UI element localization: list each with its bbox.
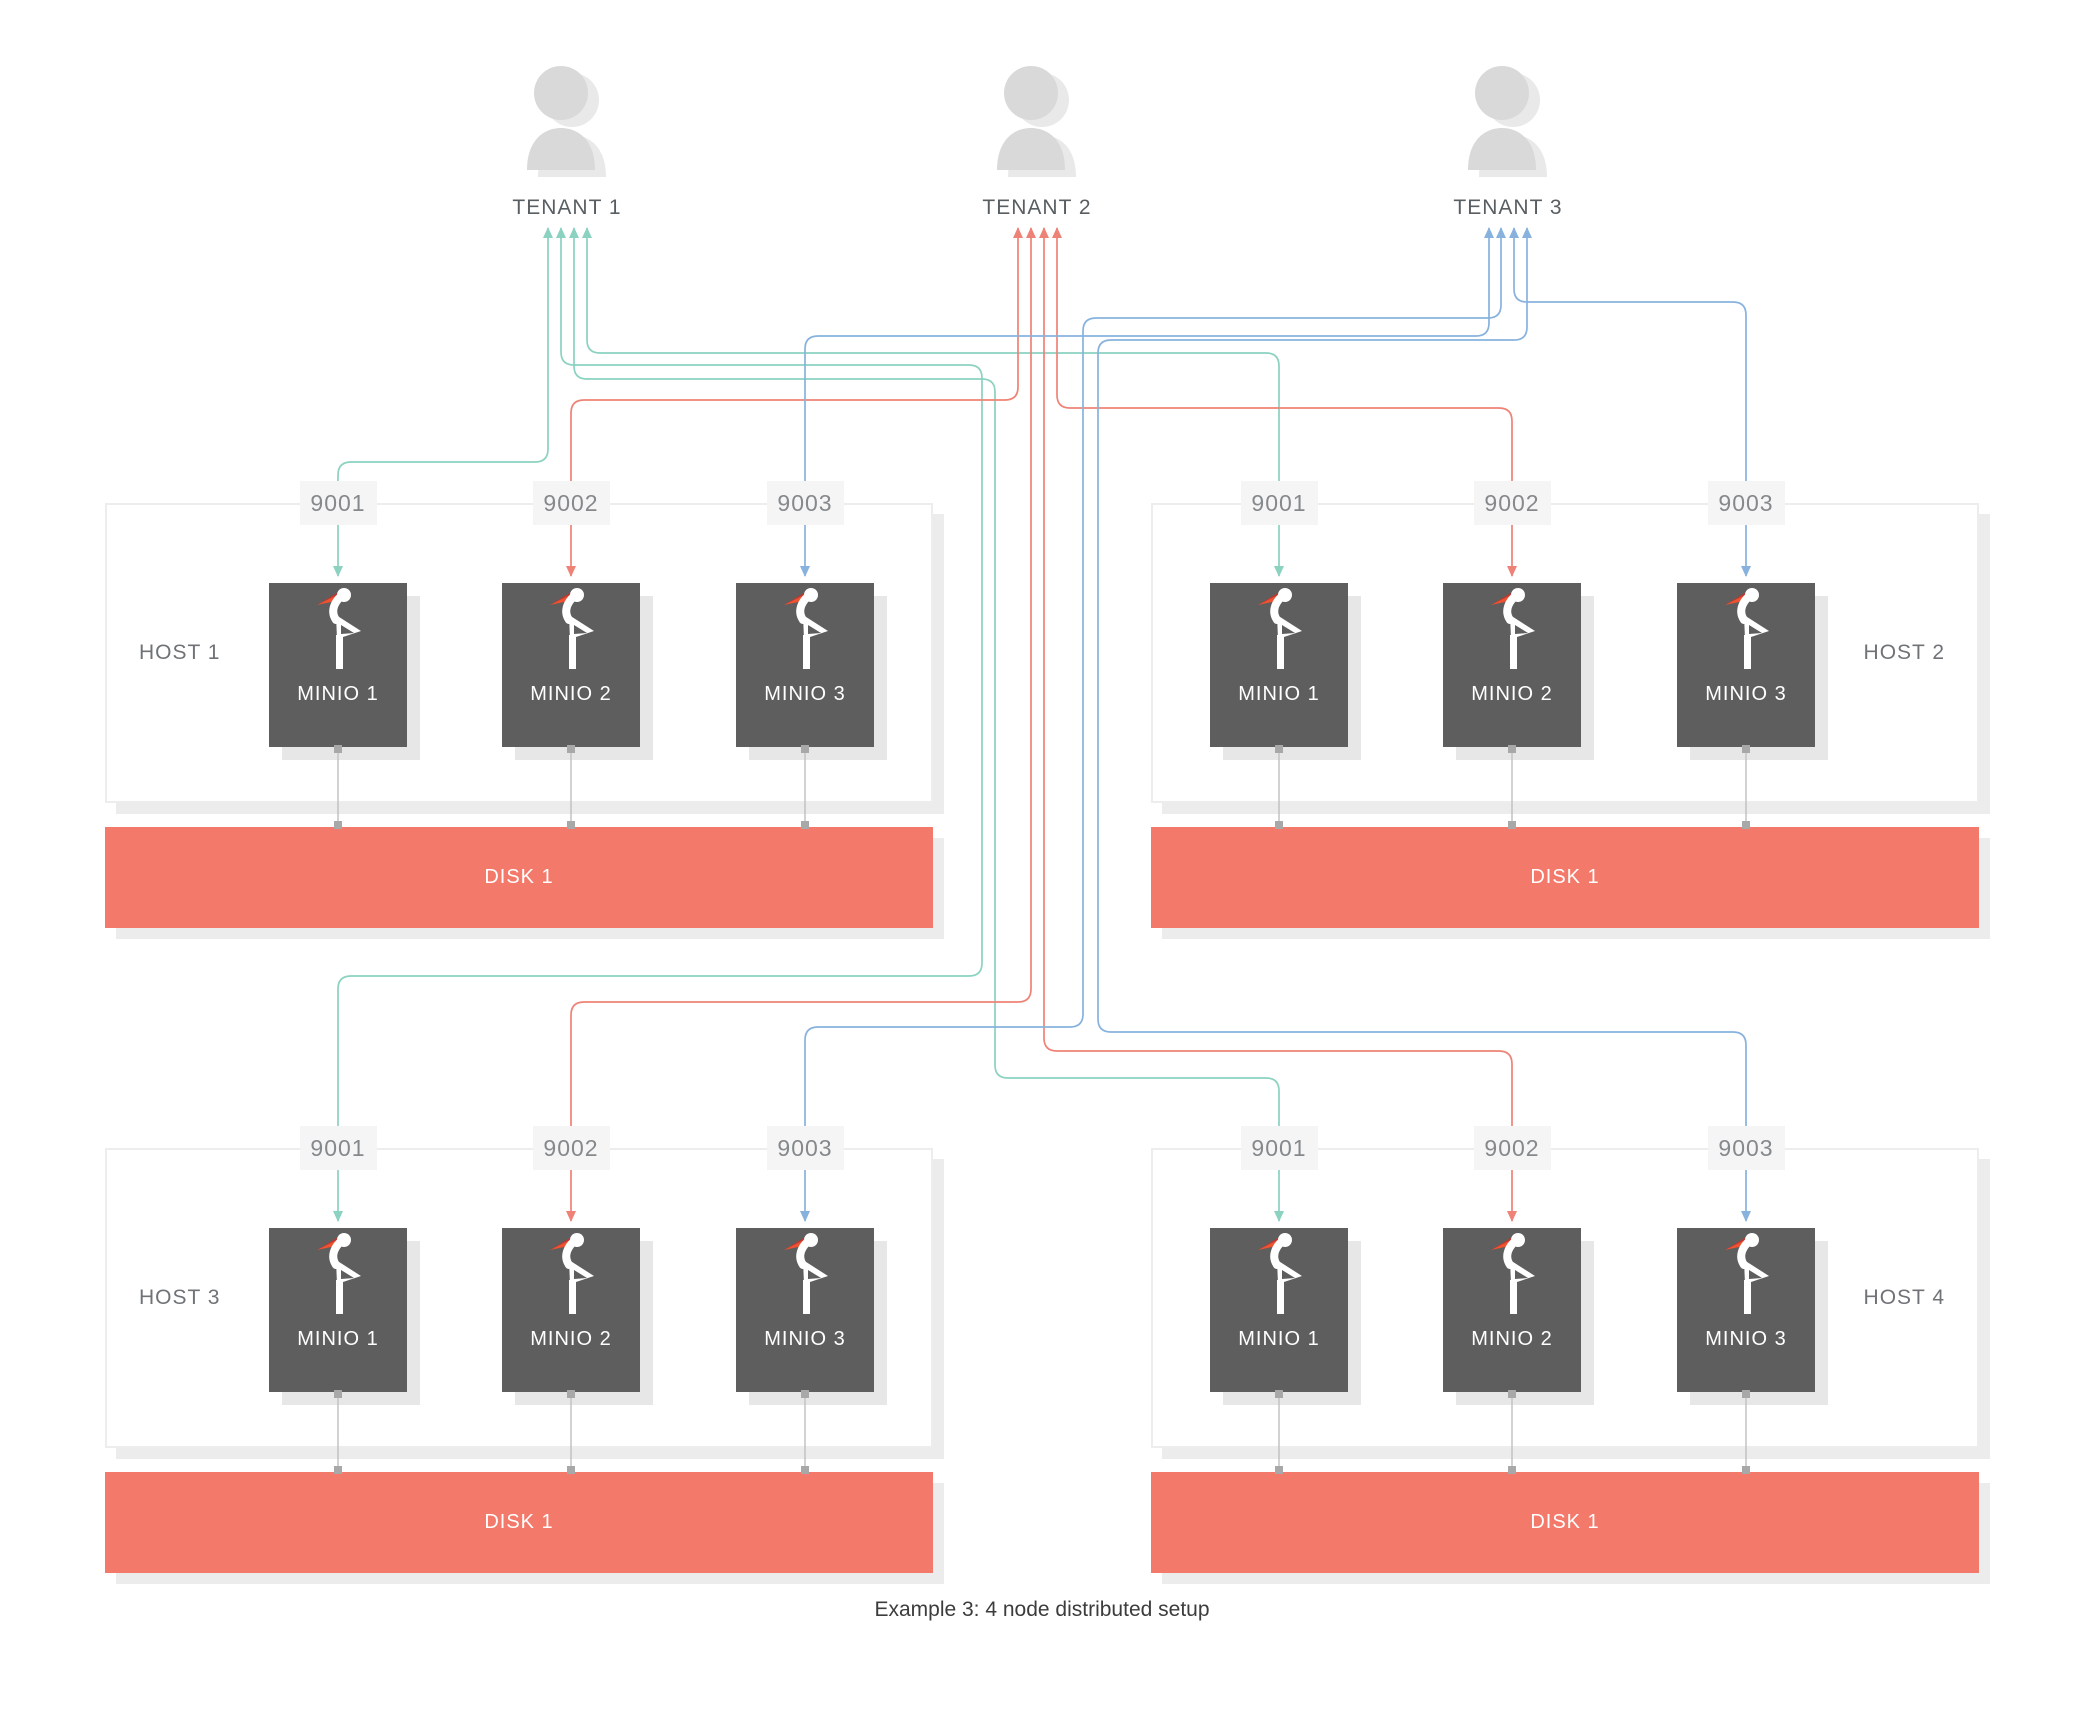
port-badge: 9002 [1473, 1126, 1551, 1170]
minio-node: MINIO 2 [1443, 583, 1581, 747]
port-badge: 9001 [1240, 481, 1318, 525]
minio-node-label: MINIO 3 [1705, 1328, 1787, 1350]
disk-label: DISK 1 [484, 1511, 554, 1533]
minio-node: MINIO 1 [1210, 1228, 1348, 1392]
minio-node-label: MINIO 1 [297, 1328, 379, 1350]
port-badge: 9003 [1707, 481, 1785, 525]
port-label: 9002 [1484, 1134, 1540, 1161]
minio-node: MINIO 1 [269, 583, 407, 747]
minio-logo-icon [1725, 1233, 1769, 1314]
tenant-label: TENANT 2 [982, 196, 1092, 219]
disk-bar: DISK 1 [1151, 827, 1979, 928]
port-label: 9003 [1718, 1134, 1774, 1161]
disk-label: DISK 1 [484, 866, 554, 888]
tenant-user-icon [997, 66, 1076, 177]
minio-logo-icon [317, 588, 361, 669]
disk-bar: DISK 1 [105, 1472, 933, 1573]
port-badge: 9001 [1240, 1126, 1318, 1170]
minio-node: MINIO 1 [269, 1228, 407, 1392]
port-label: 9001 [310, 489, 366, 516]
port-badge: 9002 [532, 1126, 610, 1170]
minio-logo-icon [784, 588, 828, 669]
port-label: 9002 [1484, 489, 1540, 516]
port-label: 9001 [1251, 489, 1307, 516]
minio-node: MINIO 3 [1677, 583, 1815, 747]
minio-logo-icon [1725, 588, 1769, 669]
minio-node: MINIO 3 [736, 1228, 874, 1392]
minio-node-label: MINIO 1 [1238, 1328, 1320, 1350]
minio-node: MINIO 3 [1677, 1228, 1815, 1392]
host-label: HOST 1 [139, 641, 221, 664]
minio-node-label: MINIO 3 [764, 683, 846, 705]
port-badge: 9002 [532, 481, 610, 525]
port-label: 9002 [543, 1134, 599, 1161]
disk-bar: DISK 1 [105, 827, 933, 928]
minio-node-label: MINIO 3 [1705, 683, 1787, 705]
minio-logo-icon [1258, 588, 1302, 669]
port-badge: 9002 [1473, 481, 1551, 525]
minio-logo-icon [1491, 588, 1535, 669]
minio-logo-icon [1258, 1233, 1302, 1314]
minio-node-label: MINIO 2 [530, 1328, 612, 1350]
tenant-icon [1458, 62, 1558, 183]
port-label: 9003 [777, 1134, 833, 1161]
host-label: HOST 2 [1863, 641, 1945, 664]
minio-logo-icon [550, 588, 594, 669]
minio-node: MINIO 3 [736, 583, 874, 747]
port-badge: 9003 [766, 1126, 844, 1170]
minio-node-label: MINIO 2 [1471, 683, 1553, 705]
tenant-label: TENANT 1 [512, 196, 622, 219]
minio-node-label: MINIO 1 [297, 683, 379, 705]
disk-bar: DISK 1 [1151, 1472, 1979, 1573]
tenant-user-icon [1468, 66, 1547, 177]
port-label: 9002 [543, 489, 599, 516]
host-label: HOST 4 [1863, 1286, 1945, 1309]
disk-label: DISK 1 [1530, 866, 1600, 888]
tenant-icon [517, 62, 617, 183]
port-badge: 9003 [766, 481, 844, 525]
port-label: 9001 [1251, 1134, 1307, 1161]
minio-node: MINIO 2 [502, 1228, 640, 1392]
minio-node-label: MINIO 1 [1238, 683, 1320, 705]
minio-node: MINIO 2 [1443, 1228, 1581, 1392]
disk-label: DISK 1 [1530, 1511, 1600, 1533]
port-badge: 9003 [1707, 1126, 1785, 1170]
minio-node-label: MINIO 2 [530, 683, 612, 705]
port-label: 9001 [310, 1134, 366, 1161]
minio-logo-icon [317, 1233, 361, 1314]
port-label: 9003 [1718, 489, 1774, 516]
port-badge: 9001 [299, 481, 377, 525]
minio-node-label: MINIO 2 [1471, 1328, 1553, 1350]
minio-node-label: MINIO 3 [764, 1328, 846, 1350]
tenant-icon [987, 62, 1087, 183]
minio-logo-icon [550, 1233, 594, 1314]
minio-logo-icon [1491, 1233, 1535, 1314]
caption: Example 3: 4 node distributed setup [874, 1598, 1210, 1621]
minio-logo-icon [784, 1233, 828, 1314]
port-badge: 9001 [299, 1126, 377, 1170]
port-label: 9003 [777, 489, 833, 516]
host-label: HOST 3 [139, 1286, 221, 1309]
tenant-label: TENANT 3 [1453, 196, 1563, 219]
minio-node: MINIO 1 [1210, 583, 1348, 747]
tenant-user-icon [527, 66, 606, 177]
minio-node: MINIO 2 [502, 583, 640, 747]
